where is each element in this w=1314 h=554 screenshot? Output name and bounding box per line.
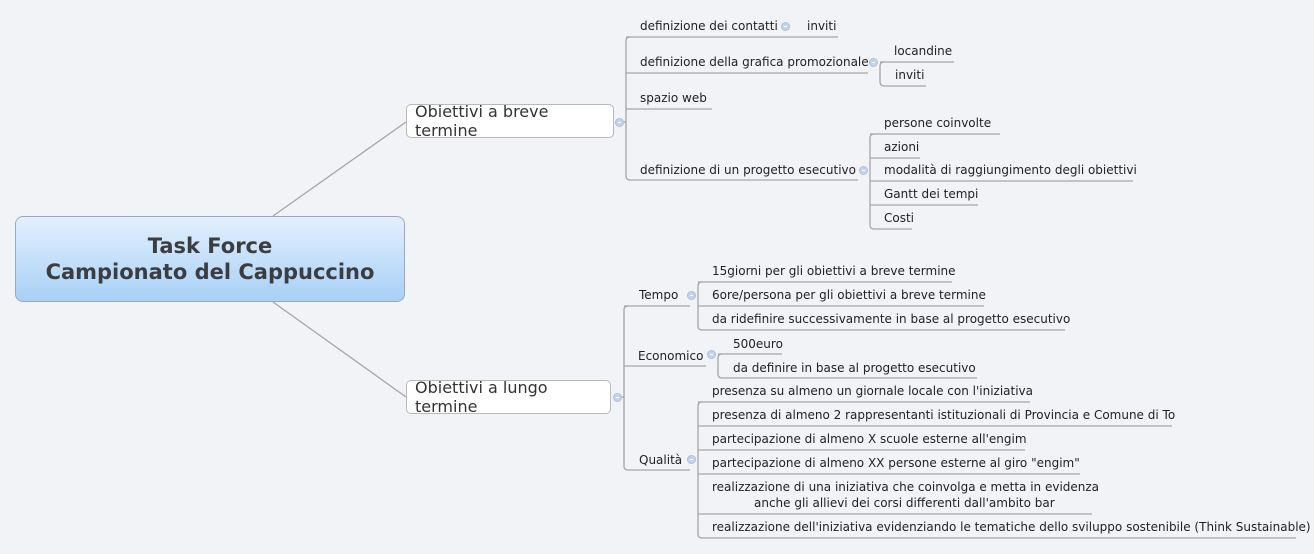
leaf-persone-esterne[interactable]: partecipazione di almeno XX persone este…: [712, 456, 1080, 470]
subtopic-progetto[interactable]: definizione di un progetto esecutivo: [640, 163, 856, 177]
leaf-6ore[interactable]: 6ore/persona per gli obiettivi a breve t…: [712, 288, 986, 302]
collapse-icon[interactable]: [687, 455, 696, 464]
topic-short-term[interactable]: Obiettivi a breve termine: [406, 102, 614, 140]
leaf-500euro[interactable]: 500euro: [733, 337, 783, 351]
collapse-icon[interactable]: [613, 393, 622, 402]
leaf-ridefinire[interactable]: da ridefinire successivamente in base al…: [712, 312, 1071, 326]
collapse-icon[interactable]: [687, 291, 696, 300]
central-topic-line2: Campionato del Cappuccino: [45, 260, 375, 284]
leaf-persone[interactable]: persone coinvolte: [884, 116, 992, 130]
subtopic-spazio-web[interactable]: spazio web: [640, 91, 707, 105]
subtopic-tempo[interactable]: Tempo: [639, 288, 679, 302]
subtopic-qualita[interactable]: Qualità: [639, 453, 683, 467]
collapse-icon[interactable]: [707, 350, 716, 359]
leaf-giornale[interactable]: presenza su almeno un giornale locale co…: [712, 384, 1034, 398]
central-topic-line1: Task Force: [147, 234, 273, 258]
leaf-scuole[interactable]: partecipazione di almeno X scuole estern…: [712, 432, 1027, 446]
leaf-iniziativa-line1[interactable]: realizzazione di una iniziativa che coin…: [712, 480, 1100, 494]
topic-long-term[interactable]: Obiettivi a lungo termine: [406, 378, 611, 416]
leaf-inviti[interactable]: inviti: [895, 68, 925, 82]
leaf-rappresentanti[interactable]: presenza di almeno 2 rappresentanti isti…: [712, 408, 1176, 422]
subtopic-economico[interactable]: Economico: [638, 349, 704, 363]
leaf-locandine[interactable]: locandine: [894, 44, 953, 58]
leaf-costi[interactable]: Costi: [884, 211, 915, 225]
leaf-15giorni[interactable]: 15giorni per gli obiettivi a breve termi…: [712, 264, 956, 278]
leaf-sostenibile[interactable]: realizzazione dell'iniziativa evidenzian…: [712, 520, 1311, 534]
subtopic-grafica[interactable]: definizione della grafica promozionale: [640, 55, 869, 69]
leaf-azioni[interactable]: azioni: [884, 140, 920, 154]
collapse-icon[interactable]: [781, 22, 790, 31]
collapse-icon[interactable]: [615, 118, 624, 127]
collapse-icon[interactable]: [869, 58, 878, 67]
leaf-iniziativa-line2: anche gli allievi dei corsi differenti d…: [754, 496, 1055, 510]
leaf-definire[interactable]: da definire in base al progetto esecutiv…: [733, 361, 976, 375]
collapse-icon[interactable]: [859, 166, 868, 175]
leaf-modalita[interactable]: modalità di raggiungimento degli obietti…: [884, 163, 1137, 177]
central-topic[interactable]: Task Force Campionato del Cappuccino: [15, 216, 405, 302]
subtopic-contatti[interactable]: definizione dei contatti: [640, 19, 778, 33]
leaf-gantt[interactable]: Gantt dei tempi: [884, 187, 979, 201]
leaf-inviti[interactable]: inviti: [807, 19, 837, 33]
